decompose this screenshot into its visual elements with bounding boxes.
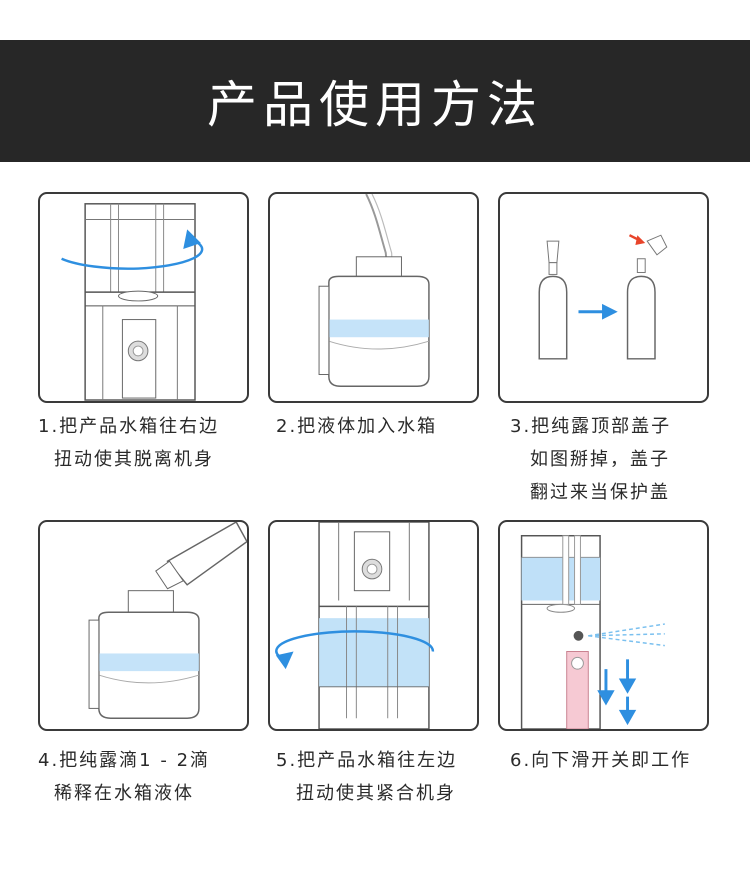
step-4-line-1: 4.把纯露滴1 - 2滴 <box>38 750 211 771</box>
step-2-image <box>268 192 479 403</box>
step-6-caption: 6.向下滑开关即工作 <box>510 744 691 777</box>
step-1-line-2: 扭动使其脱离机身 <box>54 449 214 470</box>
step-2-caption: 2.把液体加入水箱 <box>276 410 437 443</box>
step-5-image <box>268 520 479 731</box>
step-4-image <box>38 520 249 731</box>
device-tank-detach-illustration <box>61 203 204 401</box>
step-2-line-1: 2.把液体加入水箱 <box>276 416 438 437</box>
page-title: 产品使用方法 <box>207 76 543 134</box>
step-3-line-1: 3.把纯露顶部盖子 <box>510 416 672 437</box>
step-6-image <box>498 520 709 731</box>
header-banner: 产品使用方法 <box>0 40 750 162</box>
slide-down-arrow-icon <box>597 659 637 726</box>
step-5-caption: 5.把产品水箱往左边 扭动使其紧合机身 <box>276 744 457 810</box>
mist-spray-icon <box>588 623 665 647</box>
step-1-caption: 1.把产品水箱往右边 扭动使其脱离机身 <box>38 410 219 476</box>
add-drops-illustration <box>88 522 247 719</box>
step-5-line-1: 5.把产品水箱往左边 <box>276 750 458 771</box>
step-3-line-3: 翻过来当保护盖 <box>530 482 670 503</box>
bottle-cap-illustration <box>538 234 668 360</box>
device-tank-attach-illustration <box>275 522 435 729</box>
rotate-right-arrow-icon <box>61 240 204 270</box>
step-6-line-1: 6.向下滑开关即工作 <box>510 750 692 771</box>
device-operate-illustration <box>520 534 665 729</box>
step-3-line-2: 如图掰掉，盖子 <box>530 449 670 470</box>
step-1-image <box>38 192 249 403</box>
step-4-line-2: 稀释在水箱液体 <box>54 783 194 804</box>
step-3-image <box>498 192 709 403</box>
step-3-caption: 3.把纯露顶部盖子 如图掰掉，盖子 翻过来当保护盖 <box>510 410 671 509</box>
pour-liquid-illustration <box>318 194 430 388</box>
step-5-line-2: 扭动使其紧合机身 <box>296 783 456 804</box>
rotate-left-arrow-icon <box>275 630 435 661</box>
step-4-caption: 4.把纯露滴1 - 2滴 稀释在水箱液体 <box>38 744 210 810</box>
pour-stream-icon <box>365 194 391 302</box>
step-1-line-1: 1.把产品水箱往右边 <box>38 416 220 437</box>
